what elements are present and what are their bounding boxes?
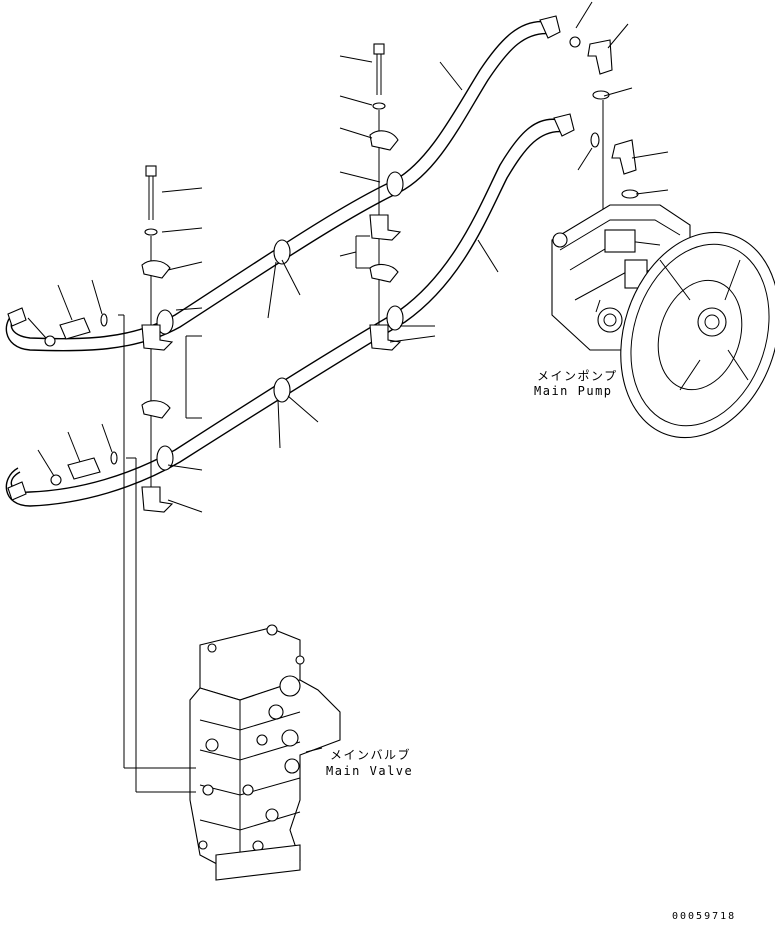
left-fittings (44, 313, 118, 486)
leader-lines (27, 1, 669, 753)
hose-lower (5, 113, 575, 507)
main-pump-label-jp: メインポンプ (537, 369, 618, 383)
bolt-right (369, 43, 402, 351)
bolt-left (141, 165, 174, 513)
hose-clamps-upper (156, 171, 404, 335)
reference-lines (118, 235, 370, 793)
hose-upper (5, 15, 561, 352)
main-pump (551, 204, 775, 439)
main-valve (189, 624, 341, 881)
main-valve-label-jp: メインバルブ (330, 748, 412, 762)
hose-clamps-lower (156, 305, 404, 471)
main-valve-label-en: Main Valve (326, 764, 414, 778)
figure-code: 00059718 (672, 911, 737, 922)
main-pump-label-en: Main Pump (534, 384, 613, 398)
pump-fittings (569, 36, 639, 215)
